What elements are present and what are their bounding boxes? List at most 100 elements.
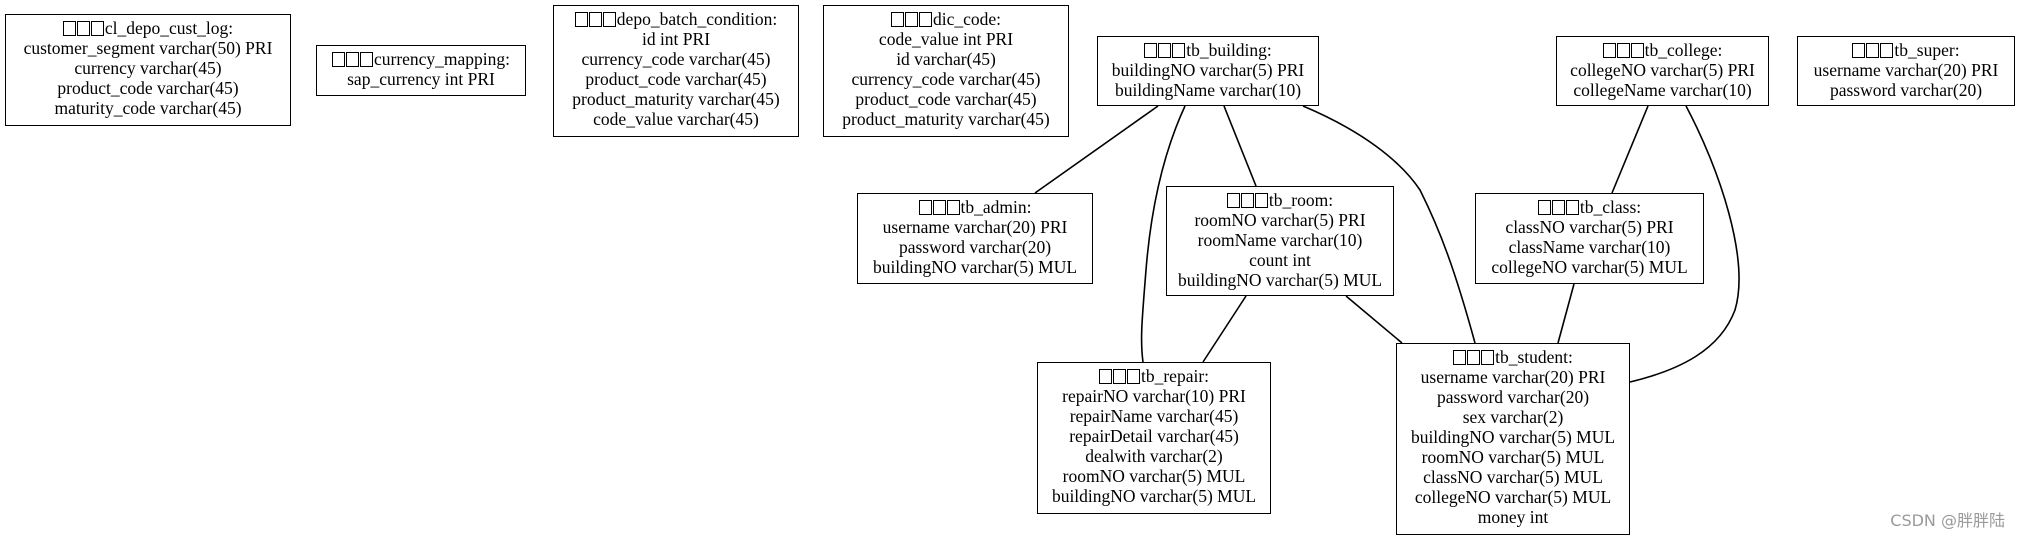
missing-glyph-icon	[1240, 193, 1254, 208]
table-field: product_code varchar(45)	[585, 69, 767, 89]
table-field: password varchar(20)	[898, 237, 1052, 257]
table-name: tb_repair:	[1140, 366, 1210, 386]
table-field: username varchar(20) PRI	[1420, 367, 1606, 387]
missing-glyph-icon	[1880, 43, 1894, 58]
table-title: tb_repair:	[1044, 366, 1264, 386]
table-name: tb_student:	[1495, 347, 1573, 367]
csdn-watermark: CSDN @胖胖陆	[1890, 511, 2005, 530]
table-cl-depo-cust-log: cl_depo_cust_log:customer_segment varcha…	[5, 14, 291, 126]
table-field: password varchar(20)	[1829, 80, 1983, 100]
missing-glyph-icon	[1126, 369, 1140, 384]
table-field: code_value int PRI	[878, 29, 1014, 49]
table-name: currency_mapping:	[373, 49, 511, 69]
missing-glyph-icon	[62, 21, 76, 36]
edge-tb-building-to-tb-admin	[1034, 105, 1159, 194]
missing-glyph-icon	[1602, 43, 1616, 58]
table-title: tb_room:	[1173, 190, 1387, 210]
table-field: product_maturity varchar(45)	[572, 89, 780, 109]
missing-glyph-icon	[1866, 43, 1880, 58]
table-field: buildingNO varchar(5) MUL	[872, 257, 1078, 277]
table-field: buildingNO varchar(5) PRI	[1111, 60, 1305, 80]
missing-glyph-icon	[90, 21, 104, 36]
edge-tb-room-to-tb-student	[1345, 295, 1403, 344]
table-title: dic_code:	[830, 9, 1062, 29]
table-title: tb_student:	[1403, 347, 1623, 367]
table-field: sex varchar(2)	[1462, 407, 1564, 427]
edge-tb-building-to-tb-room	[1223, 105, 1257, 187]
edge-tb-building-to-tb-repair	[1140, 105, 1186, 363]
table-field: username varchar(20) PRI	[1813, 60, 1999, 80]
missing-glyph-icon	[946, 200, 960, 215]
table-field: password varchar(20)	[1436, 387, 1590, 407]
table-field: dealwith varchar(2)	[1085, 446, 1223, 466]
table-field: repairNO varchar(10) PRI	[1062, 386, 1246, 406]
table-title: tb_class:	[1482, 197, 1697, 217]
table-field: id int PRI	[641, 29, 711, 49]
table-title: tb_admin:	[864, 197, 1086, 217]
table-field: collegeNO varchar(5) MUL	[1414, 487, 1612, 507]
edge-tb-class-to-tb-student	[1557, 283, 1575, 344]
table-field: buildingNO varchar(5) MUL	[1177, 270, 1383, 290]
table-name: cl_depo_cust_log:	[104, 18, 234, 38]
table-field: className varchar(10)	[1508, 237, 1671, 257]
missing-glyph-icon	[345, 52, 359, 67]
table-field: customer_segment varchar(50) PRI	[23, 38, 273, 58]
missing-glyph-icon	[918, 200, 932, 215]
table-title: cl_depo_cust_log:	[12, 18, 284, 38]
table-field: roomNO varchar(5) PRI	[1194, 210, 1366, 230]
table-name: tb_super:	[1894, 40, 1960, 60]
table-field: product_code varchar(45)	[855, 89, 1037, 109]
missing-glyph-icon	[588, 12, 602, 27]
table-field: roomName varchar(10)	[1197, 230, 1363, 250]
missing-glyph-icon	[76, 21, 90, 36]
table-name: dic_code:	[932, 9, 1002, 29]
table-field: repairName varchar(45)	[1069, 406, 1239, 426]
missing-glyph-icon	[1112, 369, 1126, 384]
edge-tb-building-to-tb-student	[1302, 105, 1476, 344]
table-name: tb_room:	[1268, 190, 1334, 210]
missing-glyph-icon	[1537, 200, 1551, 215]
table-field: id varchar(45)	[896, 49, 996, 69]
missing-glyph-icon	[890, 12, 904, 27]
table-field: collegeName varchar(10)	[1573, 80, 1752, 100]
table-field: collegeNO varchar(5) MUL	[1491, 257, 1688, 277]
table-name: tb_admin:	[960, 197, 1032, 217]
table-title: depo_batch_condition:	[560, 9, 792, 29]
missing-glyph-icon	[1630, 43, 1644, 58]
table-field: classNO varchar(5) PRI	[1505, 217, 1674, 237]
table-field: currency_code varchar(45)	[581, 49, 771, 69]
table-field: product_maturity varchar(45)	[842, 109, 1050, 129]
table-field: buildingNO varchar(5) MUL	[1410, 427, 1616, 447]
table-field: code_value varchar(45)	[593, 109, 759, 129]
table-title: currency_mapping:	[323, 49, 519, 69]
table-field: currency_code varchar(45)	[851, 69, 1041, 89]
table-field: currency varchar(45)	[74, 58, 222, 78]
table-title: tb_super:	[1804, 40, 2008, 60]
missing-glyph-icon	[602, 12, 616, 27]
table-field: buildingNO varchar(5) MUL	[1051, 486, 1257, 506]
table-title: tb_college:	[1563, 40, 1762, 60]
missing-glyph-icon	[1098, 369, 1112, 384]
table-field: repairDetail varchar(45)	[1069, 426, 1239, 446]
table-name: tb_building:	[1186, 40, 1272, 60]
missing-glyph-icon	[1551, 200, 1565, 215]
missing-glyph-icon	[932, 200, 946, 215]
missing-glyph-icon	[1616, 43, 1630, 58]
table-name: depo_batch_condition:	[616, 9, 778, 29]
edge-tb-college-to-tb-class	[1611, 105, 1649, 194]
missing-glyph-icon	[1226, 193, 1240, 208]
missing-glyph-icon	[1158, 43, 1172, 58]
table-name: tb_class:	[1579, 197, 1642, 217]
missing-glyph-icon	[359, 52, 373, 67]
missing-glyph-icon	[1467, 350, 1481, 365]
